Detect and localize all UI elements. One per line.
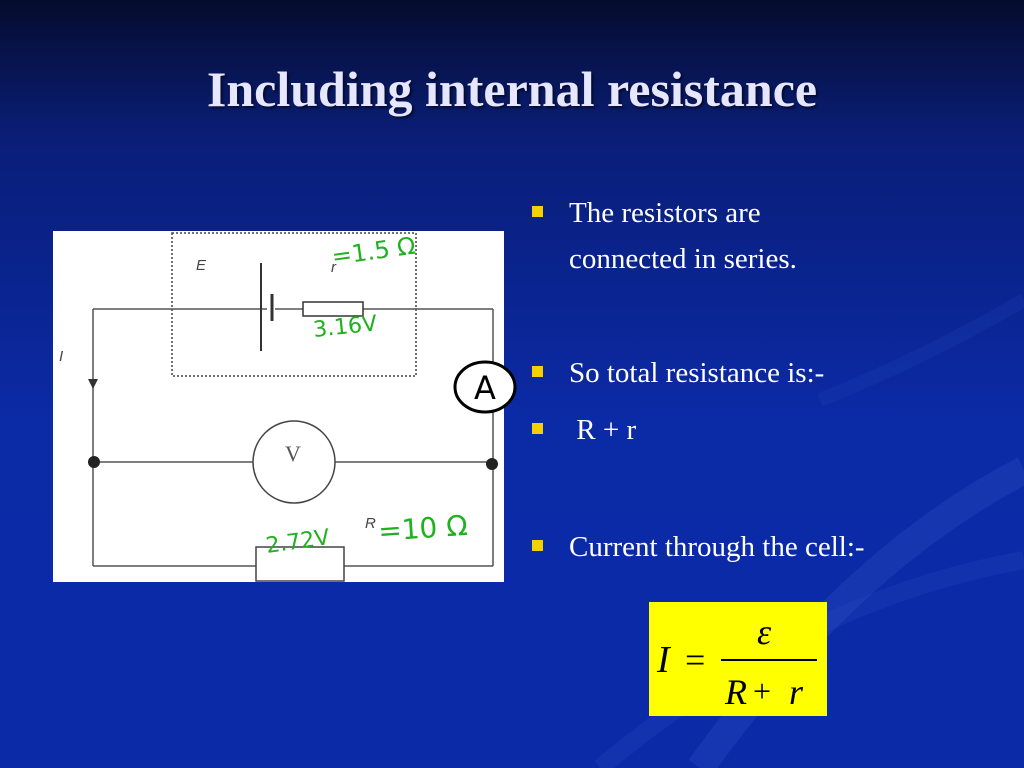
- bullet-item: The resistors are connected in series.: [532, 190, 1002, 282]
- junction-right: [486, 458, 498, 470]
- annotation-external-resistance: =10 Ω: [377, 509, 468, 548]
- current-arrow: [88, 379, 98, 389]
- ammeter-letter: A: [474, 369, 496, 407]
- bullet-item: R + r: [532, 407, 1002, 453]
- annotation-internal-resistance: =1.5 Ω: [330, 231, 417, 270]
- external-resistor: [255, 546, 345, 582]
- bullet-text: The resistors are connected in series.: [569, 197, 797, 275]
- label-voltmeter: V: [285, 441, 301, 466]
- label-emf: E: [196, 257, 207, 274]
- formula-lhs: I: [656, 639, 672, 681]
- bullet-item: So total resistance is:-: [532, 350, 1002, 396]
- bullet-marker: [532, 366, 543, 377]
- internal-cell-box: [171, 232, 417, 377]
- formula-denominator-R: R: [724, 672, 747, 712]
- label-internal-r: r: [331, 259, 337, 276]
- bullet-text: Current through the cell:-: [569, 531, 865, 563]
- bullet-marker: [532, 423, 543, 434]
- bullet-marker: [532, 206, 543, 217]
- label-resistor: R: [365, 515, 376, 532]
- bullet-text: So total resistance is:-: [569, 357, 825, 389]
- junction-left: [88, 456, 100, 468]
- formula-denominator-r: r: [789, 672, 804, 712]
- slide-title: Including internal resistance: [206, 61, 818, 117]
- formula-equals: =: [685, 640, 705, 680]
- internal-resistor: [302, 301, 364, 317]
- voltmeter: [252, 420, 336, 504]
- formula-numerator: ε: [757, 612, 772, 652]
- label-current: I: [59, 348, 63, 365]
- current-formula: I = ε R + r: [649, 602, 827, 716]
- bullet-marker: [532, 540, 543, 551]
- formula-denominator-plus: +: [753, 673, 771, 709]
- bullet-text: R + r: [569, 414, 637, 446]
- bullet-item: Current through the cell:-: [532, 524, 1002, 570]
- circuit-diagram: E r I V R =1.5 Ω 3.16V =10 Ω 2.72V: [53, 231, 504, 582]
- ammeter-circle: [453, 360, 517, 414]
- annotation-cell-voltage: 3.16V: [312, 311, 378, 343]
- ammeter-annotation: A: [453, 360, 517, 414]
